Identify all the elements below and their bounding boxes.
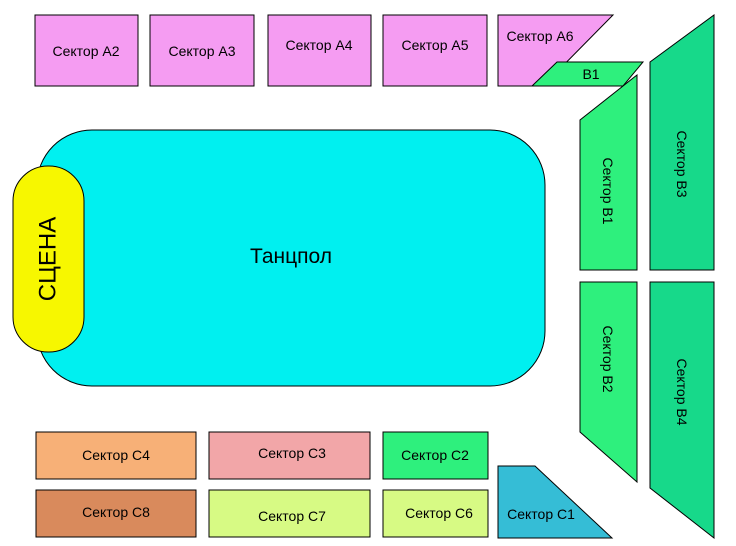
sector-a6-label: Сектор A6 xyxy=(506,28,573,44)
sector-c1[interactable] xyxy=(497,465,614,539)
sector-c6[interactable] xyxy=(382,489,489,538)
sector-b1-label: Сектор B1 xyxy=(600,157,616,224)
sector-c2-label: Сектор C2 xyxy=(401,447,469,463)
sector-c1-label: Сектор C1 xyxy=(507,506,575,522)
sector-a3[interactable] xyxy=(149,14,255,87)
sector-a4-label: Сектор A4 xyxy=(285,37,352,53)
sector-c8[interactable] xyxy=(35,489,197,538)
sector-c6-label: Сектор C6 xyxy=(405,505,473,521)
sector-c4-label: Сектор C4 xyxy=(82,447,150,463)
sector-b2-label: Сектор B2 xyxy=(600,325,616,392)
sector-b4[interactable] xyxy=(649,281,715,540)
sector-c3[interactable] xyxy=(208,431,371,480)
sector-c8-label: Сектор C8 xyxy=(82,504,150,520)
sector-b1-small-label: B1 xyxy=(582,66,599,82)
sector-b3-label: Сектор B3 xyxy=(674,130,690,197)
sector-c7-label: Сектор C7 xyxy=(258,508,326,524)
sector-a4[interactable] xyxy=(267,14,372,87)
stage-label: СЦЕНА xyxy=(35,217,62,301)
sector-c2[interactable] xyxy=(382,431,489,480)
sector-a5-label: Сектор A5 xyxy=(401,37,468,53)
sector-b2[interactable] xyxy=(579,281,638,484)
sector-a2-label: Сектор A2 xyxy=(52,43,119,59)
sector-b3[interactable] xyxy=(649,14,715,271)
sector-b1[interactable] xyxy=(579,73,638,271)
sector-c7[interactable] xyxy=(208,489,371,538)
sector-a5[interactable] xyxy=(382,14,488,87)
sector-a3-label: Сектор A3 xyxy=(168,43,235,59)
dance-floor-label: Танцпол xyxy=(250,245,332,268)
sector-c4[interactable] xyxy=(35,431,197,480)
sector-b4-label: Сектор B4 xyxy=(674,358,690,425)
stage xyxy=(12,165,85,353)
sector-a2[interactable] xyxy=(34,14,139,87)
sector-c3-label: Сектор C3 xyxy=(258,445,326,461)
